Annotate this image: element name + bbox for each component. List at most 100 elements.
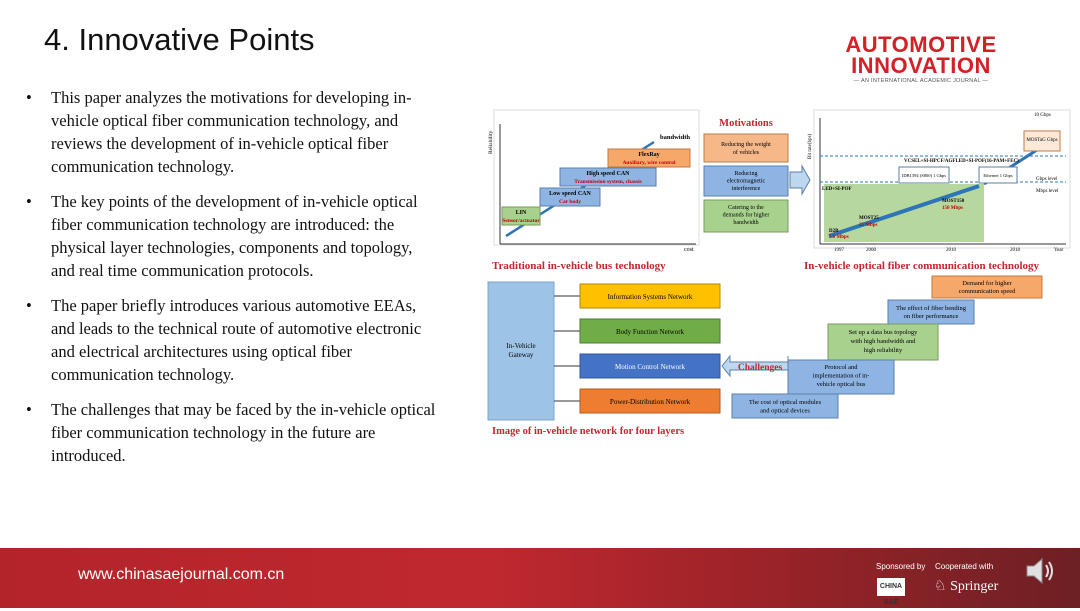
trad-step-lowcan bbox=[539, 187, 601, 207]
trad-step-flexray bbox=[607, 148, 691, 168]
optical-most25-label: MOST25 bbox=[859, 216, 879, 221]
cooperated-label: Cooperated with bbox=[935, 562, 994, 571]
network-layer-label: Body Function Network bbox=[616, 328, 685, 336]
network-layer-motion bbox=[579, 353, 721, 379]
optical-year-tick: 2010 bbox=[946, 248, 957, 253]
optical-box-ethernet bbox=[978, 166, 1018, 184]
optical-box-text: MOSTaG Gbps bbox=[1026, 138, 1057, 143]
china-sae-logo: CHINA SAE bbox=[877, 578, 905, 606]
springer-logo: ♘ Springer bbox=[934, 578, 998, 595]
springer-label: Springer bbox=[950, 579, 999, 594]
springer-horse-icon: ♘ bbox=[934, 579, 947, 594]
motivation-box bbox=[703, 199, 789, 233]
optical-trend-arrow bbox=[828, 184, 980, 238]
optical-box-text: Ethernet 1 Gbps bbox=[983, 173, 1012, 178]
optical-right-label: Mbps level bbox=[1036, 189, 1059, 194]
bullet-text: This paper analyzes the motivations for … bbox=[51, 88, 412, 176]
trad-step-flexray-sub: Auxiliary, wire control bbox=[622, 160, 676, 166]
network-layer-power bbox=[579, 388, 721, 414]
optical-box-mostag bbox=[1023, 130, 1061, 152]
challenge-box bbox=[787, 359, 895, 395]
optical-most150-rate: 150 Mbps bbox=[942, 206, 963, 211]
trad-step-lowcan-sub: Car body bbox=[559, 199, 581, 205]
optical-right-label: Gbps level bbox=[1036, 177, 1058, 182]
bullet-item: • The key points of the development of in… bbox=[26, 190, 436, 282]
bullet-dot: • bbox=[26, 400, 32, 419]
bullet-dot: • bbox=[26, 296, 32, 315]
motivations-title: Motivations bbox=[719, 118, 773, 129]
trad-y-label: Reliability bbox=[488, 131, 494, 154]
optical-box-idb bbox=[898, 166, 950, 184]
optical-d2b-rate: 5.6 Mbps bbox=[829, 235, 849, 240]
trad-step-highcan bbox=[559, 167, 657, 187]
optical-y-label: Bit rate(bps) bbox=[808, 134, 813, 159]
automotive-innovation-logo: AUTOMOTIVE INNOVATION — AN INTERNATIONAL… bbox=[838, 32, 1004, 85]
network-layer-label: Motion Control Network bbox=[615, 363, 685, 371]
gateway-box bbox=[487, 281, 555, 421]
figure-panel: Reliability cost bandwidth LIN Sensor/ac… bbox=[484, 104, 1074, 444]
bullet-dot: • bbox=[26, 192, 32, 211]
trad-step-lin-sub: Sensor/actuator bbox=[502, 218, 540, 224]
right-arrow-icon bbox=[789, 164, 811, 196]
challenge-box bbox=[731, 393, 839, 419]
logo-line1: AUTOMOTIVE bbox=[845, 32, 997, 57]
bullet-text: The challenges that may be faced by the … bbox=[51, 400, 436, 465]
trad-step-flexray-name: FlexRay bbox=[638, 152, 659, 158]
optical-ledsi-label: LED+SI-POF bbox=[822, 187, 852, 192]
trad-x-label: cost bbox=[684, 247, 694, 253]
trad-step-lin bbox=[501, 206, 541, 226]
slide-title: 4. Innovative Points bbox=[44, 22, 315, 57]
challenge-box bbox=[931, 275, 1043, 299]
optical-right-label: 10 Gbps bbox=[1034, 113, 1051, 118]
optical-year-tick: 1997 bbox=[834, 248, 845, 253]
bullet-list: • This paper analyzes the motivations for… bbox=[26, 86, 436, 479]
figure-svg: Reliability cost bandwidth LIN Sensor/ac… bbox=[487, 109, 1071, 437]
sponsored-label: Sponsored by bbox=[876, 562, 926, 571]
trad-step-lowcan-name: Low speed CAN bbox=[549, 191, 591, 197]
motivation-box bbox=[703, 133, 789, 163]
optical-year-tick: 2000 bbox=[866, 248, 877, 253]
trad-caption: Traditional in-vehicle bus technology bbox=[492, 260, 666, 272]
bullet-dot: • bbox=[26, 88, 32, 107]
optical-most150-label: MOST150 bbox=[942, 199, 965, 204]
trad-bandwidth-label: bandwidth bbox=[660, 134, 690, 141]
optical-box-text: IDB1394 (S800) 1 Gbps bbox=[902, 173, 946, 178]
logo-tagline: — AN INTERNATIONAL ACADEMIC JOURNAL — bbox=[853, 78, 989, 84]
bullet-text: The key points of the development of in-… bbox=[51, 192, 418, 280]
bullet-item: • This paper analyzes the motivations for… bbox=[26, 86, 436, 178]
challenges-title: Challenges bbox=[738, 363, 783, 373]
optical-most25-rate: 25 Mbps bbox=[859, 223, 878, 228]
motivation-box bbox=[703, 165, 789, 197]
trad-step-highcan-sub: Transmission system, chassis bbox=[574, 179, 642, 185]
optical-vcsel-label: VCSEL+SI-HPCF/AGFLED+SI-POF(16-PAM+FEC) bbox=[904, 159, 1019, 164]
bullet-item: • The paper briefly introduces various au… bbox=[26, 294, 436, 386]
footer-bar: www.chinasaejournal.com.cn Sponsored by … bbox=[0, 548, 1080, 608]
trad-step-highcan-name: High speed CAN bbox=[586, 171, 630, 177]
optical-year-tick: 2018 bbox=[1010, 248, 1021, 253]
optical-x-label: Year bbox=[1054, 248, 1064, 253]
challenge-box bbox=[827, 323, 939, 361]
network-layer-body bbox=[579, 318, 721, 344]
trad-step-lin-name: LIN bbox=[516, 210, 527, 216]
optical-caption: In-vehicle optical fiber communication t… bbox=[804, 260, 1040, 272]
footer-url[interactable]: www.chinasaejournal.com.cn bbox=[78, 566, 285, 583]
network-layer-information bbox=[579, 283, 721, 309]
bullet-text: The paper briefly introduces various aut… bbox=[51, 296, 422, 384]
bullet-item: • The challenges that may be faced by the… bbox=[26, 398, 436, 467]
challenge-box bbox=[887, 299, 975, 325]
logo-line2: INNOVATION bbox=[851, 53, 991, 78]
network-layer-label: Power-Distribution Network bbox=[610, 398, 691, 406]
optical-d2b-label: D2B bbox=[829, 229, 839, 234]
network-caption: Image of in-vehicle network for four lay… bbox=[492, 426, 684, 437]
speaker-icon[interactable] bbox=[1024, 554, 1060, 588]
network-layer-label: Information Systems Network bbox=[608, 293, 693, 301]
